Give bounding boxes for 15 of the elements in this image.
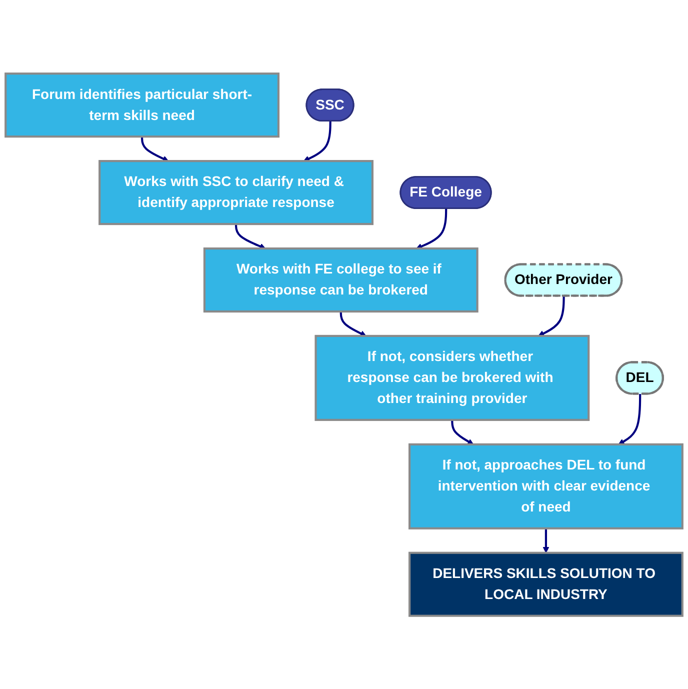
arrow (340, 311, 366, 336)
node-box: Forum identifies particular short-term skills need (4, 72, 280, 138)
arrow (303, 120, 332, 162)
arrow (542, 528, 550, 553)
node-box: If not, considers whether response can be brokered with other training provider (314, 334, 590, 421)
node-box: If not, approaches DEL to fund intervention with clear evidence of need (408, 443, 684, 530)
arrow (140, 136, 169, 162)
node-box: Works with SSC to clarify need & identify appropriate response (98, 160, 374, 225)
arrow (538, 296, 565, 336)
node-box: Works with FE college to see if response can be brokered (203, 247, 478, 312)
arrow (618, 394, 642, 444)
arrow (451, 420, 474, 444)
arrow (234, 224, 266, 249)
node-box: DELIVERS SKILLS SOLUTION TO LOCAL INDUSTRY (408, 552, 684, 617)
arrow (416, 208, 448, 249)
